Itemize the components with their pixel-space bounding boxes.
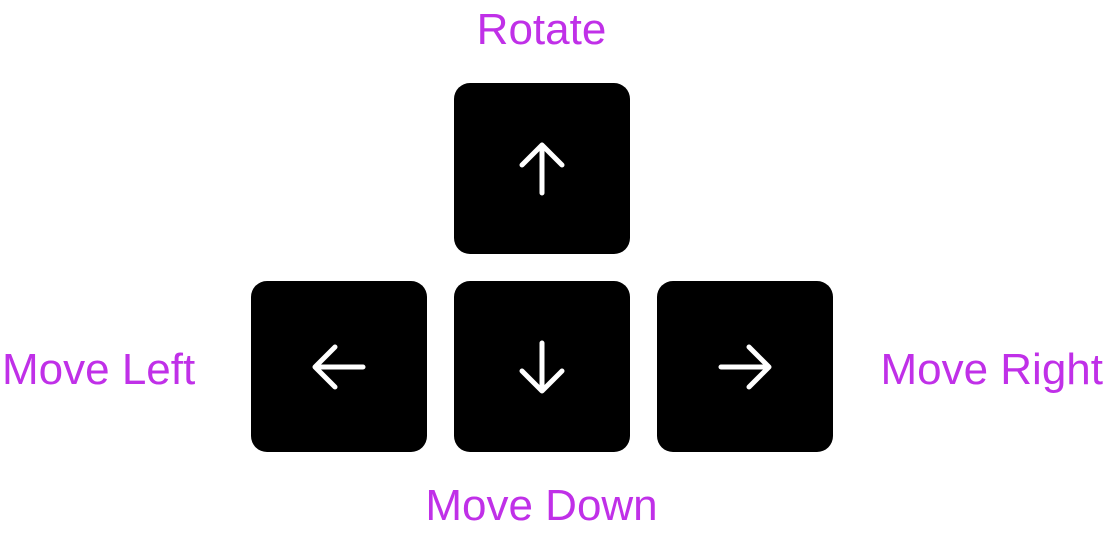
left-arrow-key[interactable] (251, 281, 427, 452)
down-arrow-key[interactable] (454, 281, 630, 452)
right-arrow-key[interactable] (657, 281, 833, 452)
move-down-label: Move Down (425, 481, 658, 530)
move-right-label: Move Right (880, 345, 1103, 394)
arrow-right-icon (718, 344, 772, 389)
arrow-up-icon (519, 142, 565, 195)
arrow-left-icon (312, 344, 366, 389)
move-left-label: Move Left (2, 345, 196, 394)
up-arrow-key[interactable] (454, 83, 630, 254)
rotate-label: Rotate (476, 5, 607, 54)
arrow-down-icon (519, 340, 565, 393)
